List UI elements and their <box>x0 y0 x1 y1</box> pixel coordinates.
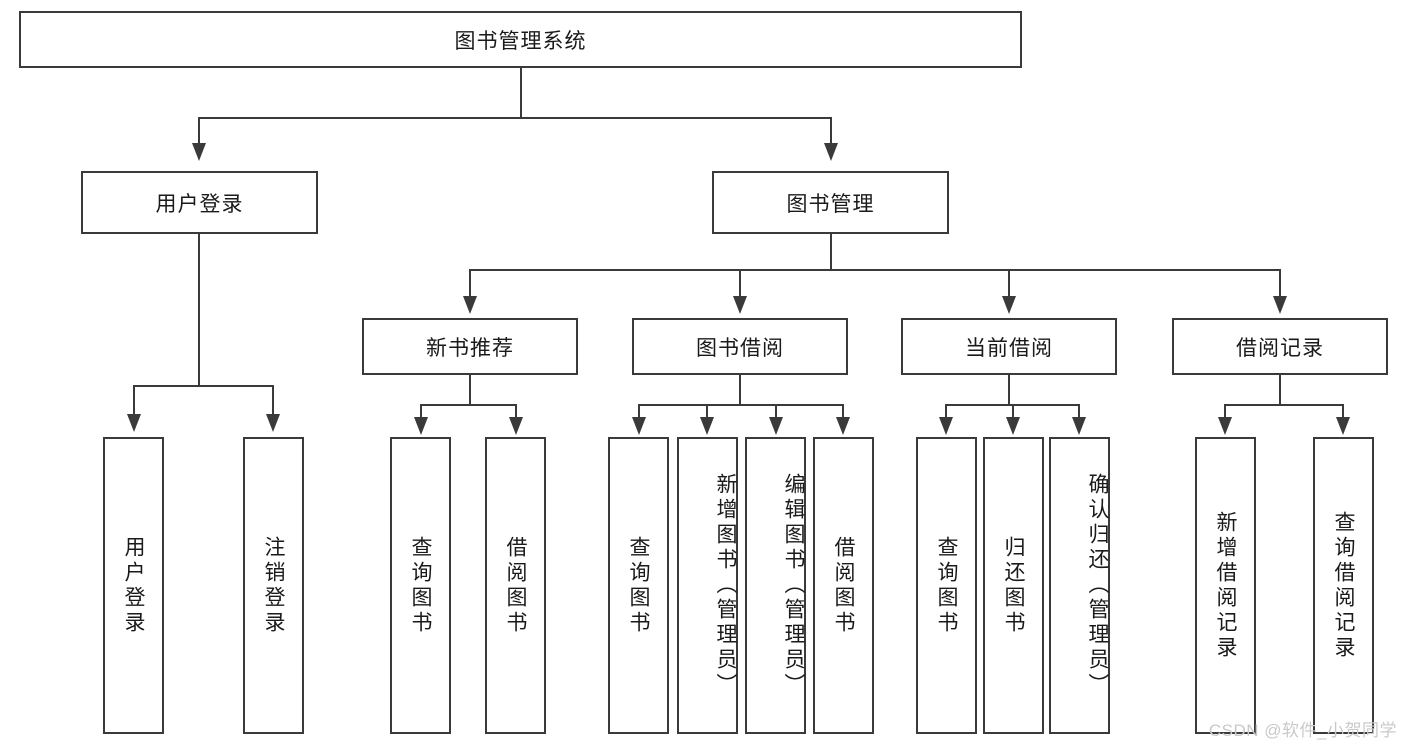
arrow-book-borrow <box>733 296 747 314</box>
arrow-br-add <box>1218 417 1232 435</box>
node-leaf-bb-edit[interactable]: 编辑图书（管理员） <box>745 437 806 734</box>
arrow-leaf-logout <box>266 414 280 432</box>
edge-current-borrow-stem <box>1008 375 1010 405</box>
arrow-cb-confirm <box>1072 417 1086 435</box>
node-leaf-rec-borrow[interactable]: 借阅图书 <box>485 437 546 734</box>
edge-drop-bb-borrow <box>842 404 844 418</box>
node-leaf-bb-add-label: 新增图书（管理员） <box>714 473 737 698</box>
node-leaf-logout[interactable]: 注销登录 <box>243 437 304 734</box>
node-leaf-rec-query-label: 查询图书 <box>409 535 432 636</box>
arrow-current-borrow <box>1002 296 1016 314</box>
edge-bus-level2 <box>198 117 832 119</box>
node-book-borrow-label: 图书借阅 <box>696 336 784 360</box>
node-leaf-rec-borrow-label: 借阅图书 <box>504 535 527 636</box>
node-leaf-logout-label: 注销登录 <box>262 535 285 636</box>
arrow-rec-query <box>414 417 428 435</box>
arrow-bb-edit <box>769 417 783 435</box>
node-book-manage[interactable]: 图书管理 <box>712 171 949 234</box>
arrow-br-query <box>1336 417 1350 435</box>
node-user-login-label: 用户登录 <box>155 192 244 216</box>
arrow-new-book-rec <box>463 296 477 314</box>
edge-drop-cb-confirm <box>1078 404 1080 418</box>
node-current-borrow-label: 当前借阅 <box>965 336 1053 360</box>
edge-drop-user-login <box>198 117 200 145</box>
edge-root-stem <box>520 68 522 118</box>
arrow-cb-return <box>1006 417 1020 435</box>
node-leaf-bb-borrow-label: 借阅图书 <box>832 535 855 636</box>
arrow-leaf-user-login <box>127 414 141 432</box>
edge-drop-br-query <box>1342 404 1344 418</box>
node-leaf-bb-add[interactable]: 新增图书（管理员） <box>677 437 738 734</box>
node-leaf-br-query-label: 查询借阅记录 <box>1332 510 1355 661</box>
node-root[interactable]: 图书管理系统 <box>19 11 1022 68</box>
node-root-label: 图书管理系统 <box>454 29 587 53</box>
arrow-cb-query <box>939 417 953 435</box>
arrow-borrow-record <box>1273 296 1287 314</box>
node-borrow-record-label: 借阅记录 <box>1236 336 1324 360</box>
edge-drop-br-add <box>1224 404 1226 418</box>
edge-drop-bb-edit <box>775 404 777 418</box>
node-leaf-user-login-label: 用户登录 <box>122 535 145 636</box>
node-user-login[interactable]: 用户登录 <box>81 171 318 234</box>
edge-drop-cb-return <box>1012 404 1014 418</box>
node-leaf-cb-confirm[interactable]: 确认归还（管理员） <box>1049 437 1110 734</box>
arrow-bb-borrow <box>836 417 850 435</box>
arrow-bb-query <box>632 417 646 435</box>
edge-drop-cb-query <box>945 404 947 418</box>
edge-drop-rec-borrow <box>515 404 517 418</box>
node-leaf-cb-return[interactable]: 归还图书 <box>983 437 1044 734</box>
edge-drop-book-manage <box>830 117 832 145</box>
edge-bus-borrow-record-children <box>1224 404 1343 406</box>
arrow-rec-borrow <box>509 417 523 435</box>
edge-drop-leaf-user-login <box>133 385 135 415</box>
node-new-book-rec[interactable]: 新书推荐 <box>362 318 578 375</box>
node-leaf-user-login[interactable]: 用户登录 <box>103 437 164 734</box>
edge-drop-leaf-logout <box>272 385 274 415</box>
edge-book-manage-stem <box>830 234 832 270</box>
edge-drop-new-book-rec <box>469 269 471 297</box>
node-leaf-br-query[interactable]: 查询借阅记录 <box>1313 437 1374 734</box>
node-current-borrow[interactable]: 当前借阅 <box>901 318 1117 375</box>
node-book-manage-label: 图书管理 <box>786 192 875 216</box>
edge-bus-new-book-rec-children <box>420 404 516 406</box>
node-new-book-rec-label: 新书推荐 <box>426 336 514 360</box>
edge-bus-user-login-children <box>133 385 273 387</box>
edge-new-book-rec-stem <box>469 375 471 405</box>
node-leaf-bb-edit-label: 编辑图书（管理员） <box>782 473 805 698</box>
node-leaf-bb-query-label: 查询图书 <box>627 535 650 636</box>
watermark: CSDN @软件_小贺同学 <box>1208 721 1397 740</box>
edge-drop-borrow-record <box>1279 269 1281 297</box>
node-leaf-cb-confirm-label: 确认归还（管理员） <box>1086 473 1109 698</box>
edge-borrow-record-stem <box>1279 375 1281 405</box>
node-leaf-rec-query[interactable]: 查询图书 <box>390 437 451 734</box>
edge-drop-rec-query <box>420 404 422 418</box>
edge-user-login-stem <box>198 234 200 386</box>
node-book-borrow[interactable]: 图书借阅 <box>632 318 848 375</box>
edge-drop-bb-query <box>638 404 640 418</box>
node-leaf-br-add-label: 新增借阅记录 <box>1214 510 1237 661</box>
node-leaf-cb-return-label: 归还图书 <box>1002 535 1025 636</box>
arrow-book-manage <box>824 143 838 161</box>
edge-drop-bb-add <box>706 404 708 418</box>
edge-bus-level3 <box>469 269 1281 271</box>
edge-bus-book-borrow-children <box>638 404 843 406</box>
node-borrow-record[interactable]: 借阅记录 <box>1172 318 1388 375</box>
edge-drop-book-borrow <box>739 269 741 297</box>
node-leaf-cb-query[interactable]: 查询图书 <box>916 437 977 734</box>
edge-drop-current-borrow <box>1008 269 1010 297</box>
arrow-bb-add <box>700 417 714 435</box>
node-leaf-bb-borrow[interactable]: 借阅图书 <box>813 437 874 734</box>
node-leaf-br-add[interactable]: 新增借阅记录 <box>1195 437 1256 734</box>
arrow-user-login <box>192 143 206 161</box>
edge-book-borrow-stem <box>739 375 741 405</box>
node-leaf-bb-query[interactable]: 查询图书 <box>608 437 669 734</box>
node-leaf-cb-query-label: 查询图书 <box>935 535 958 636</box>
